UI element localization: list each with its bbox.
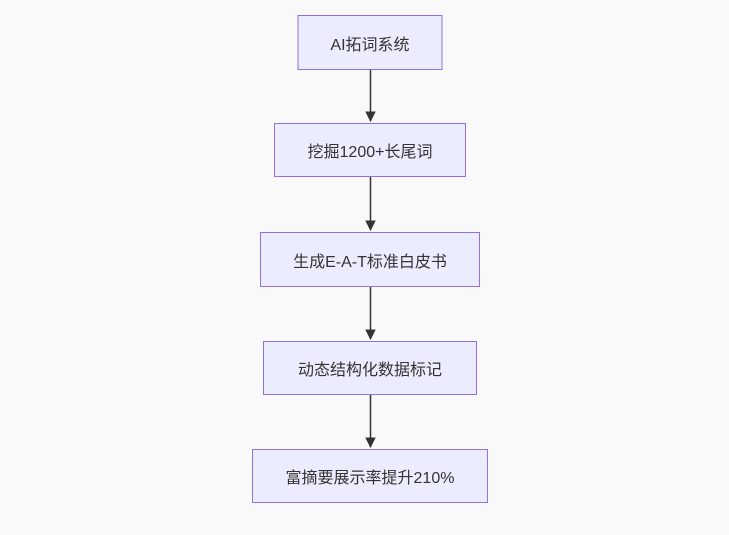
node-label: 富摘要展示率提升210% [285,470,455,487]
node-label: 动态结构化数据标记 [297,362,442,379]
node-label: 挖掘1200+长尾词 [307,144,433,161]
flowchart-node-step-5: 富摘要展示率提升210% [252,449,488,503]
flowchart-node-step-1: AI拓词系统 [297,15,443,70]
node-label: 生成E-A-T标准白皮书 [293,253,447,271]
flowchart-node-step-2: 挖掘1200+长尾词 [274,123,466,177]
flowchart-node-step-4: 动态结构化数据标记 [263,341,477,395]
flowchart-node-step-3: 生成E-A-T标准白皮书 [260,232,480,287]
node-label: AI拓词系统 [330,36,410,54]
